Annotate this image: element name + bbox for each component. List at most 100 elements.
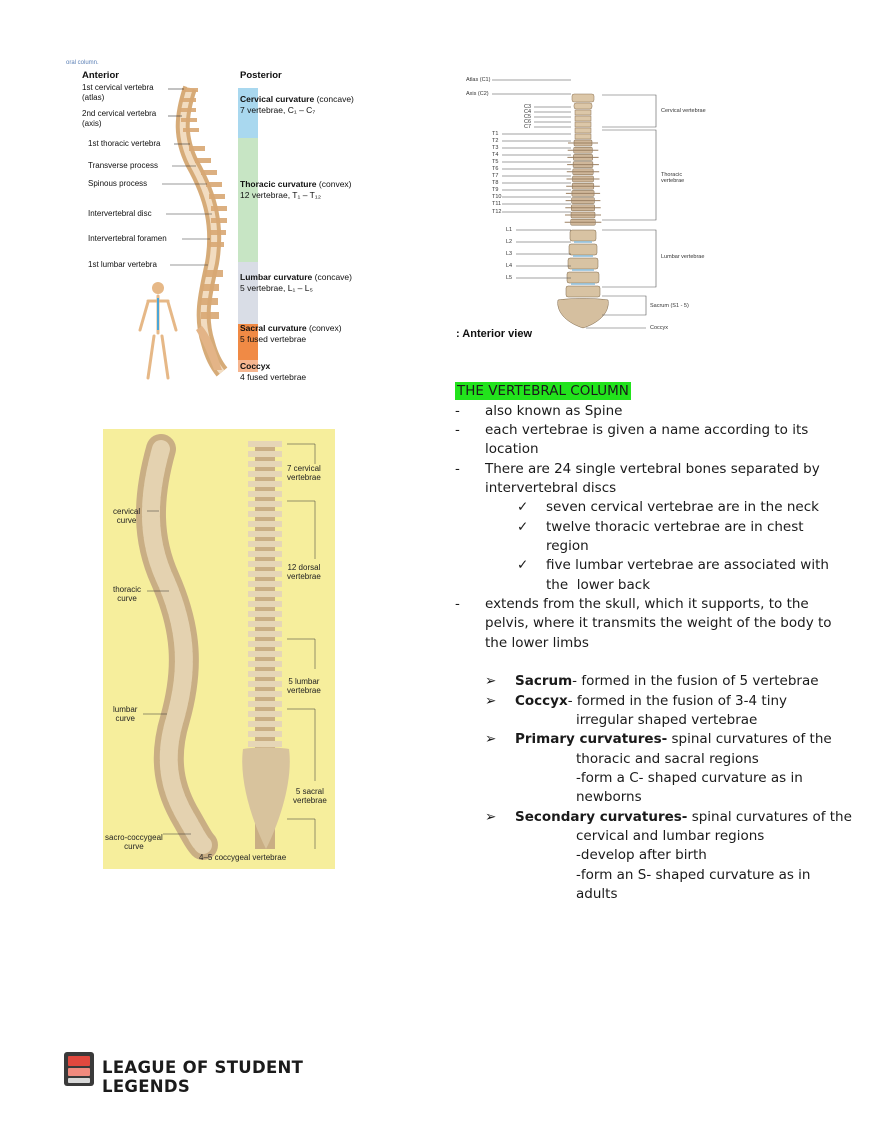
lateral-spine-illustration <box>138 85 228 380</box>
curvature-panel-figure: cervical curve thoracic curve lumbar cur… <box>103 429 335 869</box>
f3-sacro-coccygeal-curve: sacro-coccygeal curve <box>105 833 163 851</box>
curvature-panel-illustration <box>136 434 316 860</box>
label-axis: (axis) <box>82 119 102 128</box>
arrow-cont-line: newborns <box>576 789 642 805</box>
f2-vertebra-label: C5 <box>524 114 532 120</box>
anterior-view-figure: Cervical vertebrae Thoracic vertebrae Lu… <box>456 72 706 347</box>
region-cervical: Cervical curvature (concave) 7 vertebrae… <box>240 94 354 115</box>
anterior-header: Anterior <box>82 70 119 81</box>
region-thoracic: Thoracic curvature (convex) 12 vertebrae… <box>240 179 352 200</box>
region-coccyx: Coccyx 4 fused vertebrae <box>240 361 307 382</box>
label-1st-lumbar: 1st lumbar vertebra <box>88 260 157 269</box>
f3-cervical-curve: cervical curve <box>113 507 141 525</box>
lateral-spine-figure: oral column. Anterior Posterior <box>62 58 372 388</box>
check-line: the lower back <box>546 577 651 593</box>
check-line: twelve thoracic vertebrae are in chest <box>546 519 804 535</box>
arrow-cont-line: -form an S- shaped curvature as in <box>576 867 811 883</box>
arrow-cont-line: irregular shaped vertebrae <box>576 712 758 728</box>
f2-vertebra-label: T8 <box>492 180 499 186</box>
f2-vertebra-label: C4 <box>524 109 532 115</box>
f2-vertebra-label: T11 <box>492 201 502 207</box>
f2-thoracic-vertebrae: Thoracic vertebrae <box>661 172 685 184</box>
f3-coccygeal: 4–5 coccygeal vertebrae <box>199 853 287 862</box>
check-icon: ✓ <box>517 557 529 573</box>
f2-vertebra-label: L4 <box>506 263 513 269</box>
f2-vertebra-label: T10 <box>492 194 502 200</box>
dash-marker: - <box>455 422 460 438</box>
f3-5-sacral: 5 sacral vertebrae <box>293 787 327 805</box>
logo-text: LEAGUE OF STUDENT LEGENDS <box>102 1058 304 1096</box>
f2-vertebra-label: T7 <box>492 173 499 179</box>
f2-vertebra-label: T1 <box>492 131 499 137</box>
dash-marker: - <box>455 461 460 477</box>
section-title: THE VERTEBRAL COLUMN <box>455 382 631 400</box>
f2-vertebra-label: L1 <box>506 227 513 233</box>
bullet-line: also known as Spine <box>485 403 623 419</box>
f2-vertebra-label: C3 <box>524 104 532 110</box>
f2-vertebra-label: T3 <box>492 145 499 151</box>
figure1-tiny-caption: oral column. <box>66 60 99 66</box>
f2-vertebra-label: T12 <box>492 209 502 215</box>
f2-vertebra-label: Atlas (C1) <box>466 77 491 83</box>
f2-vertebra-label: T9 <box>492 187 499 193</box>
label-intervertebral-disc: Intervertebral disc <box>88 209 152 218</box>
f3-7-cervical: 7 cervical vertebrae <box>287 464 321 482</box>
check-line: five lumbar vertebrae are associated wit… <box>546 557 829 573</box>
region-sacral: Sacral curvature (convex) 5 fused verteb… <box>240 323 342 344</box>
f2-coccyx: Coccyx <box>650 325 669 331</box>
cervical-band <box>238 88 258 138</box>
bullet-line: intervertebral discs <box>485 480 617 496</box>
check-icon: ✓ <box>517 499 529 515</box>
f2-cervical-vertebrae: Cervical vertebrae <box>661 108 706 114</box>
f2-vertebra-label: L3 <box>506 251 513 257</box>
arrow-line-primary: Primary curvatures- spinal curvatures of… <box>515 731 832 747</box>
arrow-bullet-icon: ➢ <box>485 693 497 709</box>
bullet-line: location <box>485 441 539 457</box>
f2-vertebra-label: T5 <box>492 159 499 165</box>
arrow-line-secondary: Secondary curvatures- spinal curvatures … <box>515 809 852 825</box>
f2-vertebra-label: L2 <box>506 239 513 245</box>
f2-vertebra-label: T4 <box>492 152 499 158</box>
f3-5-lumbar: 5 lumbar vertebrae <box>287 677 321 695</box>
thoracic-band <box>238 138 258 262</box>
bullet-line: extends from the skull, which it support… <box>485 596 809 612</box>
label-atlas: (atlas) <box>82 93 105 102</box>
arrow-bullet-icon: ➢ <box>485 673 497 689</box>
anterior-spine-illustration <box>492 79 657 329</box>
check-icon: ✓ <box>517 519 529 535</box>
arrow-bullet-icon: ➢ <box>485 731 497 747</box>
sacral-band <box>238 324 258 360</box>
book-stack-icon <box>64 1052 94 1086</box>
f3-lumbar-curve: lumbar curve <box>113 705 138 723</box>
region-lumbar: Lumbar curvature (concave) 5 vertebrae, … <box>240 272 352 293</box>
f3-12-dorsal: 12 dorsal vertebrae <box>287 563 321 581</box>
posterior-header: Posterior <box>240 70 282 81</box>
footer-logo: LEAGUE OF STUDENT LEGENDS <box>62 1050 332 1096</box>
lumbar-band <box>238 262 258 324</box>
bullet-line: There are 24 single vertebral bones sepa… <box>485 461 820 477</box>
arrow-cont-line: cervical and lumbar regions <box>576 828 765 844</box>
dash-marker: - <box>455 403 460 419</box>
label-2nd-cervical: 2nd cervical vertebra <box>82 109 157 118</box>
bullet-line: pelvis, where it transmits the weight of… <box>485 615 832 631</box>
f2-lumbar-vertebrae: Lumbar vertebrae <box>661 254 705 260</box>
arrow-line-sacrum: Sacrum- formed in the fusion of 5 verteb… <box>515 673 819 689</box>
check-line: region <box>546 538 589 554</box>
arrow-cont-line: -form a C- shaped curvature as in <box>576 770 803 786</box>
anterior-view-caption: : Anterior view <box>456 328 532 340</box>
label-1st-thoracic: 1st thoracic vertebra <box>88 139 161 148</box>
arrow-cont-line: adults <box>576 886 618 902</box>
f2-vertebra-label: T2 <box>492 138 499 144</box>
coccyx-band <box>238 360 258 372</box>
f2-vertebra-label: L5 <box>506 275 513 281</box>
label-1st-cervical: 1st cervical vertebra <box>82 83 154 92</box>
arrow-bullet-icon: ➢ <box>485 809 497 825</box>
f3-thoracic-curve: thoracic curve <box>113 585 142 603</box>
label-intervertebral-foramen: Intervertebral foramen <box>88 234 167 243</box>
arrow-cont-line: -develop after birth <box>576 847 707 863</box>
f2-vertebra-label: Axis (C2) <box>466 91 489 97</box>
f2-vertebra-label: C6 <box>524 119 532 125</box>
bullet-line: each vertebrae is given a name according… <box>485 422 809 438</box>
bullet-line: the lower limbs <box>485 635 589 651</box>
arrow-line-coccyx: Coccyx- formed in the fusion of 3-4 tiny <box>515 693 787 709</box>
